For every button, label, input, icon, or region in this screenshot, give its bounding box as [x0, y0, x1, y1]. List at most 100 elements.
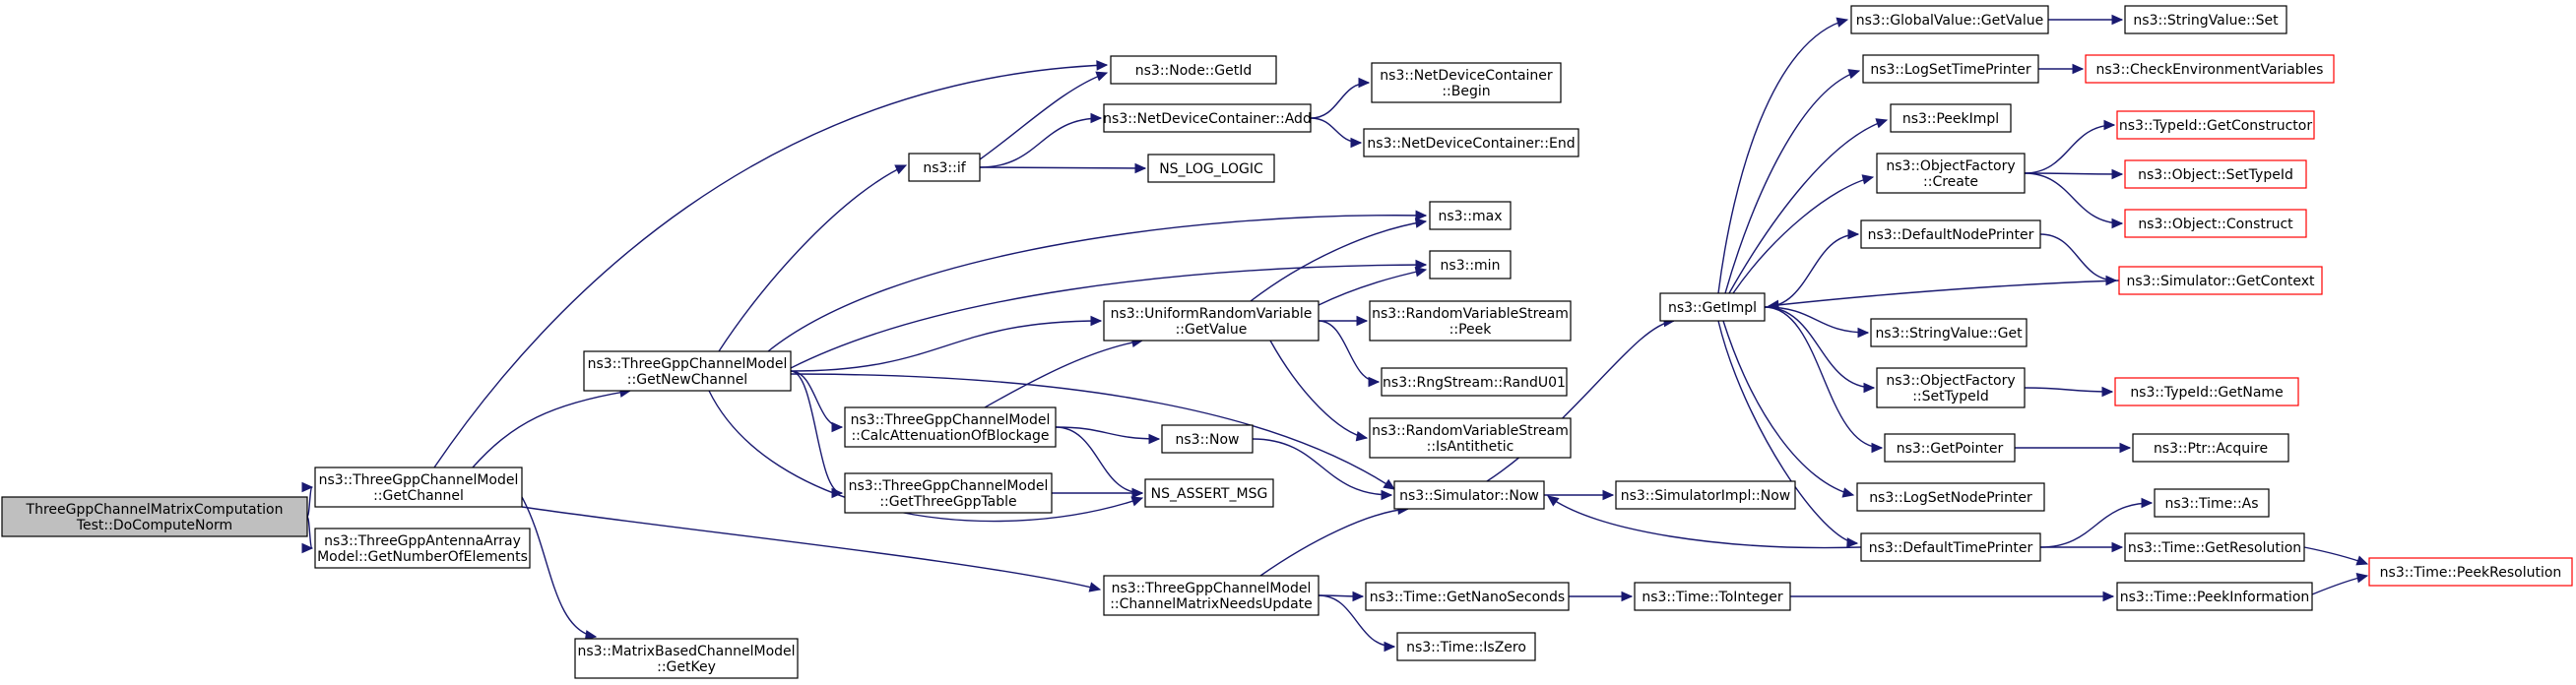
node-timeAs[interactable]: ns3::Time::As — [2154, 488, 2270, 518]
node-max[interactable]: ns3::max — [1429, 201, 1512, 230]
node-objConstruct[interactable]: ns3::Object::Construct — [2124, 209, 2307, 238]
node-ndcEnd[interactable]: ns3::NetDeviceContainer::End — [1363, 128, 1579, 157]
edge-line — [979, 166, 1146, 169]
node-isZero[interactable]: ns3::Time::IsZero — [1396, 632, 1536, 661]
node-randU01[interactable]: ns3::RngStream::RandU01 — [1381, 367, 1568, 397]
node-label: ::GetNewChannel — [627, 372, 747, 388]
edge-line — [1318, 594, 1395, 648]
edge-ofCreate-to-objConstruct — [2024, 172, 2124, 229]
node-rvsAnti[interactable]: ns3::RandomVariableStream::IsAntithetic — [1369, 417, 1572, 459]
edge-line — [790, 370, 843, 494]
node-getNewChannel[interactable]: ns3::ThreeGppChannelModel::GetNewChannel — [583, 350, 792, 392]
edge-arrowhead — [2111, 14, 2124, 26]
node-peekImpl[interactable]: ns3::PeekImpl — [1890, 103, 2012, 133]
node-calcAtt[interactable]: ns3::ThreeGppChannelModel::CalcAttenuati… — [844, 406, 1057, 448]
node-box — [1393, 480, 1545, 510]
node-if[interactable]: ns3::if — [908, 153, 981, 182]
node-box — [1363, 128, 1579, 157]
edge-line — [790, 264, 1427, 369]
edge-defTimePrinter-to-timeAs — [2039, 497, 2154, 548]
node-label: ns3::ObjectFactory — [1886, 158, 2015, 174]
edge-arrowhead — [1383, 478, 1396, 490]
node-box — [1371, 62, 1562, 103]
node-box — [1860, 532, 2041, 562]
node-urvGetValue[interactable]: ns3::UniformRandomVariable::GetValue — [1103, 300, 1320, 342]
node-ndcAdd[interactable]: ns3::NetDeviceContainer::Add — [1103, 103, 1312, 133]
node-label: ns3::RandomVariableStream — [1372, 423, 1569, 439]
node-box — [1870, 318, 2028, 347]
edge-line — [521, 496, 597, 638]
node-label: ns3::Time::IsZero — [1406, 640, 1526, 655]
node-label: ns3::MatrixBasedChannelModel — [577, 644, 795, 659]
edge-arrowhead — [1415, 259, 1428, 271]
node-simGetCtx[interactable]: ns3::Simulator::GetContext — [2118, 266, 2323, 295]
node-tidGetCtor[interactable]: ns3::TypeId::GetConstructor — [2116, 110, 2315, 140]
node-label: ns3::Object::Construct — [2138, 217, 2293, 232]
node-label: ns3::Time::As — [2164, 496, 2258, 512]
node-label: ns3::Simulator::Now — [1399, 488, 1539, 504]
node-ptrAcquire[interactable]: ns3::Ptr::Acquire — [2132, 433, 2289, 463]
edge-urvGetValue-to-min — [1318, 267, 1428, 306]
node-timePeekRes[interactable]: ns3::Time::PeekResolution — [2368, 557, 2573, 587]
node-box — [1144, 478, 1274, 508]
node-defNodePrinter[interactable]: ns3::DefaultNodePrinter — [1860, 219, 2041, 249]
node-getNumElem[interactable]: ns3::ThreeGppAntennaArrayModel::GetNumbe… — [314, 528, 531, 569]
node-box — [1659, 292, 1766, 322]
node-svSet[interactable]: ns3::StringValue::Set — [2124, 5, 2287, 34]
node-tidGetName[interactable]: ns3::TypeId::GetName — [2114, 377, 2299, 406]
edge-line — [979, 72, 1108, 160]
node-objSetTid[interactable]: ns3::Object::SetTypeId — [2124, 159, 2307, 189]
node-box — [2116, 582, 2313, 611]
node-label: ns3::RngStream::RandU01 — [1383, 375, 1566, 391]
edge-arrowhead — [2355, 555, 2369, 566]
node-getImpl[interactable]: ns3::GetImpl — [1659, 292, 1766, 322]
edge-arrowhead — [1358, 77, 1371, 89]
edge-getImpl-to-svGet — [1764, 306, 1870, 339]
node-getPointer[interactable]: ns3::GetPointer — [1884, 433, 2016, 463]
node-chanUpd[interactable]: ns3::ThreeGppChannelModel::ChannelMatrix… — [1103, 575, 1320, 616]
node-now[interactable]: ns3::Now — [1161, 424, 1254, 454]
node-label: NS_LOG_LOGIC — [1159, 161, 1263, 177]
node-root[interactable]: ThreeGppChannelMatrixComputationTest::Do… — [1, 496, 308, 537]
node-getTable[interactable]: ns3::ThreeGppChannelModel::GetThreeGppTa… — [844, 472, 1053, 514]
node-label: ns3::Object::SetTypeId — [2138, 167, 2293, 183]
edge-line — [1717, 320, 1858, 544]
node-box — [2118, 266, 2323, 295]
edge-urvGetValue-to-rvsAnti — [1269, 340, 1369, 442]
node-toInteger[interactable]: ns3::Time::ToInteger — [1634, 582, 1791, 611]
node-label: ns3::if — [923, 160, 966, 176]
edge-getChannel-to-nodeGetId — [433, 60, 1109, 468]
node-assertMsg[interactable]: NS_ASSERT_MSG — [1144, 478, 1274, 508]
node-defTimePrinter[interactable]: ns3::DefaultTimePrinter — [1860, 532, 2041, 562]
edge-arrowhead — [2101, 386, 2114, 398]
node-ndcBegin[interactable]: ns3::NetDeviceContainer::Begin — [1371, 62, 1562, 103]
node-simImplNow[interactable]: ns3::SimulatorImpl::Now — [1615, 480, 1796, 510]
node-label: ThreeGppChannelMatrixComputation — [26, 502, 284, 518]
node-timePeekInfo[interactable]: ns3::Time::PeekInformation — [2116, 582, 2313, 611]
node-rvsPeek[interactable]: ns3::RandomVariableStream::Peek — [1369, 300, 1572, 342]
node-logSetNP[interactable]: ns3::LogSetNodePrinter — [1856, 482, 2045, 512]
node-getChannel[interactable]: ns3::ThreeGppChannelModel::GetChannel — [314, 467, 523, 508]
node-ofCreate[interactable]: ns3::ObjectFactory::Create — [1876, 153, 2026, 194]
node-gvGetValue[interactable]: ns3::GlobalValue::GetValue — [1850, 5, 2049, 34]
node-min[interactable]: ns3::min — [1429, 250, 1512, 280]
edge-arrowhead — [1861, 174, 1875, 185]
node-getNano[interactable]: ns3::Time::GetNanoSeconds — [1365, 582, 1570, 611]
node-checkEnv[interactable]: ns3::CheckEnvironmentVariables — [2085, 54, 2335, 84]
edge-line — [1728, 119, 1888, 294]
edge-line — [1250, 220, 1427, 302]
node-getKey[interactable]: ns3::MatrixBasedChannelModel::GetKey — [574, 638, 799, 679]
node-timeGetRes[interactable]: ns3::Time::GetResolution — [2124, 532, 2305, 562]
node-logSetTP[interactable]: ns3::LogSetTimePrinter — [1862, 54, 2039, 84]
node-label: ::GetValue — [1176, 322, 1248, 338]
node-label: ns3::UniformRandomVariable — [1111, 306, 1313, 322]
edge-line — [790, 320, 1102, 372]
edge-line — [1764, 306, 1875, 389]
node-svGet[interactable]: ns3::StringValue::Get — [1870, 318, 2028, 347]
node-nodeGetId[interactable]: ns3::Node::GetId — [1110, 55, 1277, 85]
edge-arrowhead — [1767, 299, 1780, 311]
node-ofSetTid[interactable]: ns3::ObjectFactory::SetTypeId — [1876, 367, 2026, 408]
node-simNow[interactable]: ns3::Simulator::Now — [1393, 480, 1545, 510]
node-nsLogLogic[interactable]: NS_LOG_LOGIC — [1147, 154, 1275, 183]
